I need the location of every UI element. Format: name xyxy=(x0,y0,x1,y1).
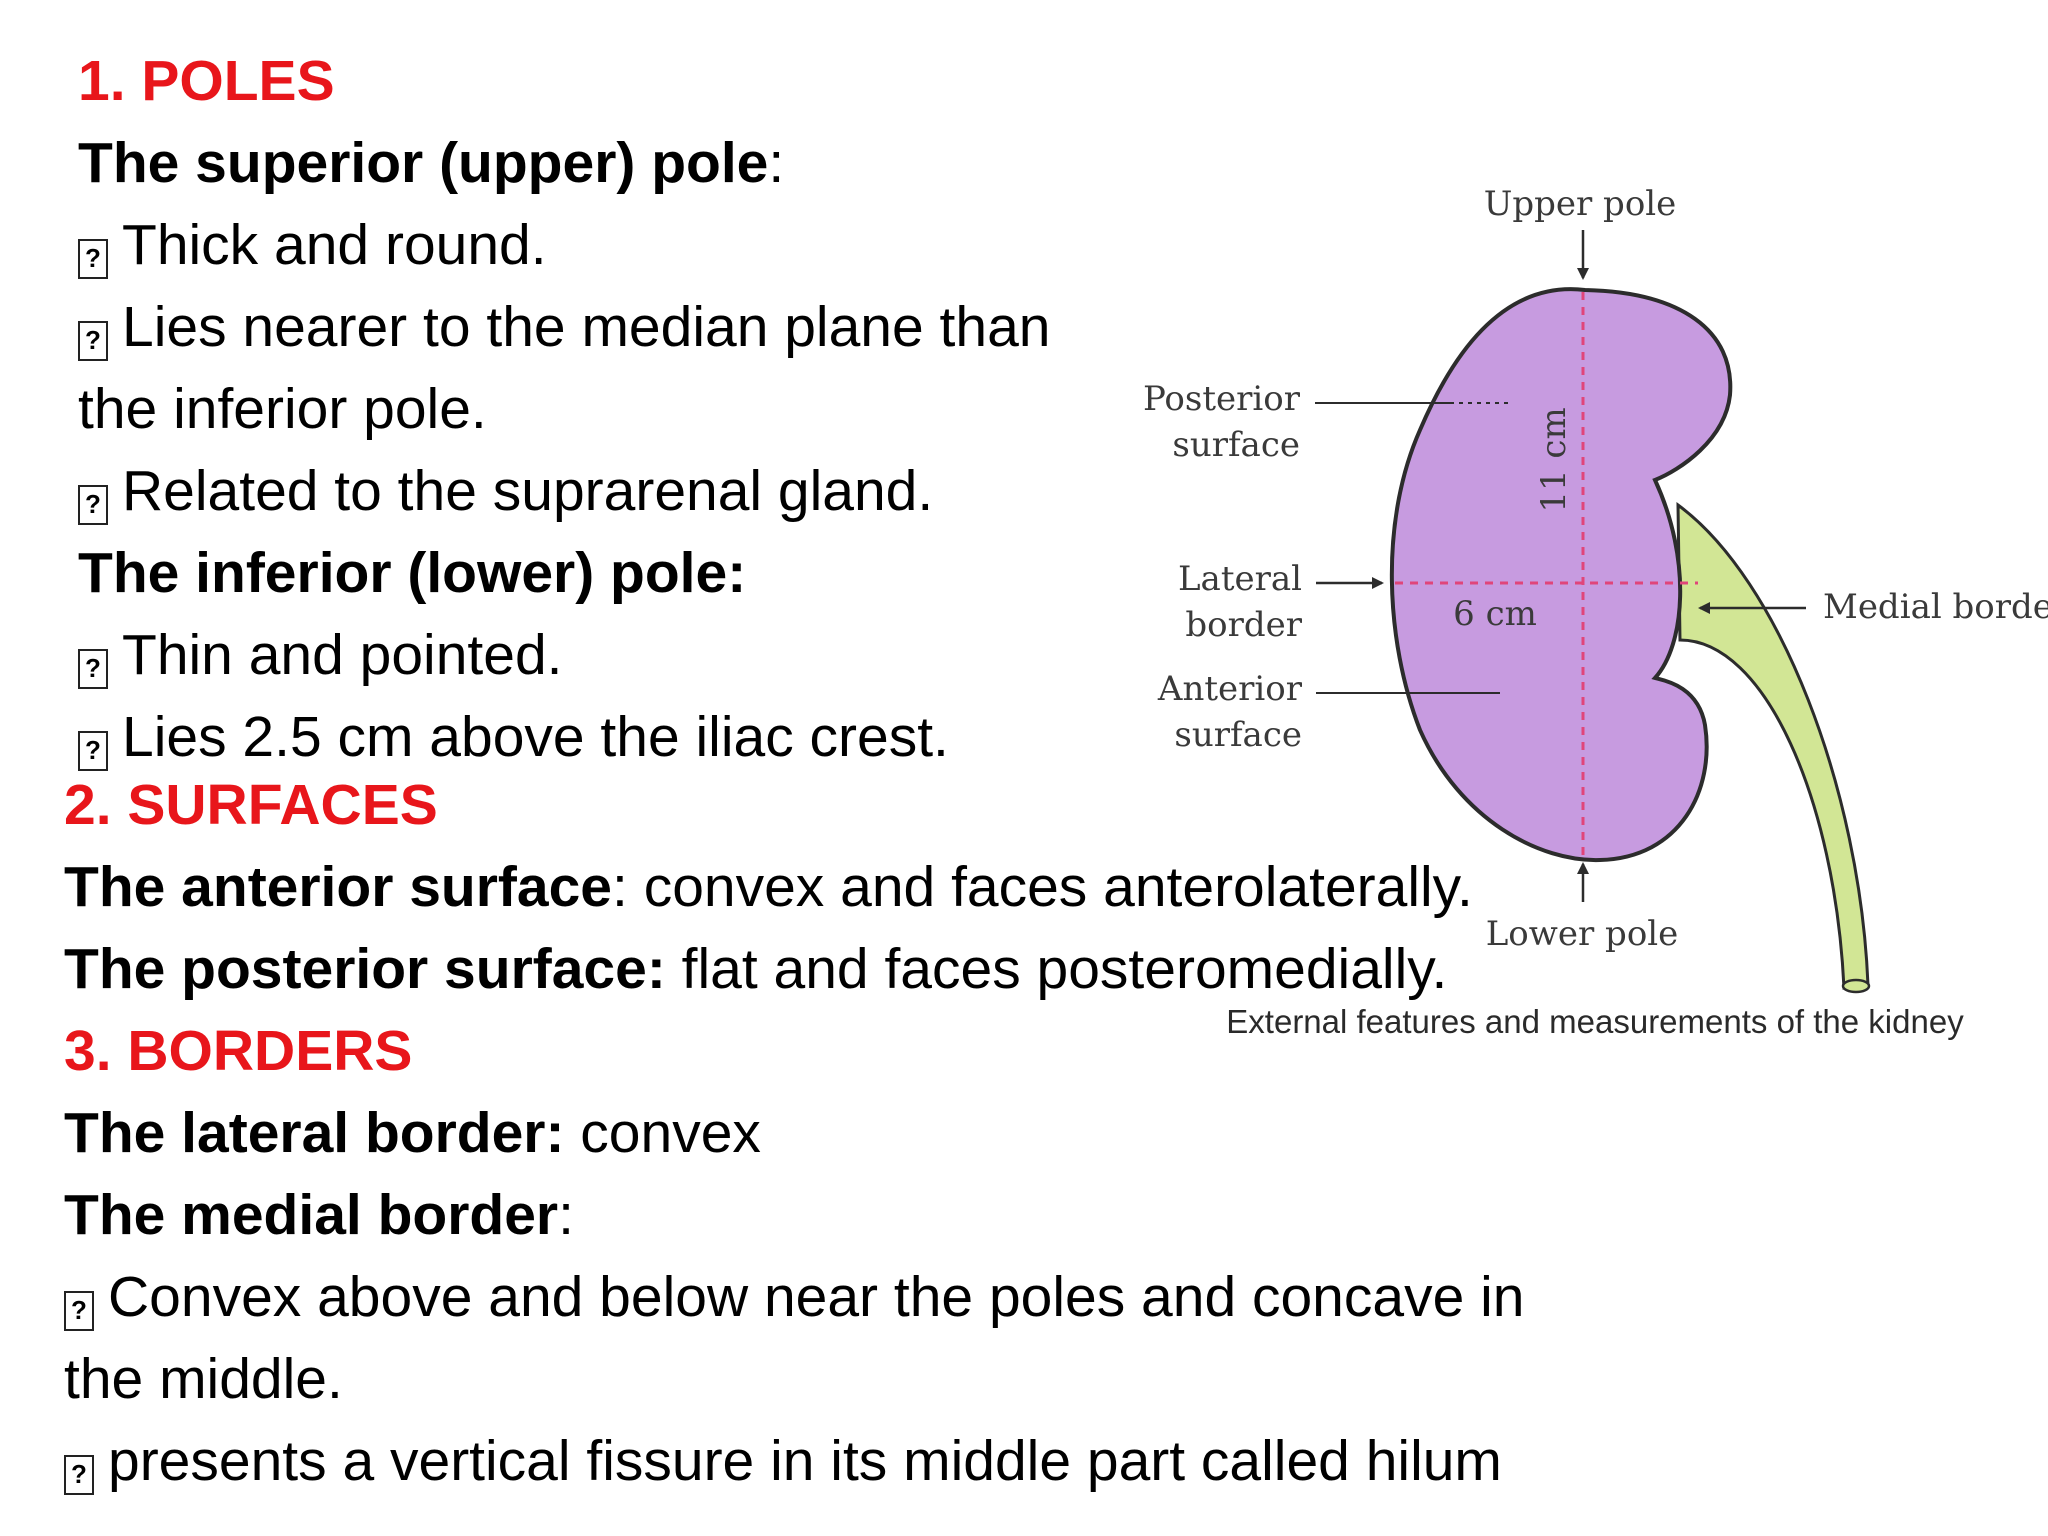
bullet-item: ? Convex above and below near the poles a… xyxy=(64,1264,1524,1331)
ureter-opening xyxy=(1841,978,1871,994)
anterior-surface-title: The anterior surface xyxy=(64,855,613,919)
kidney-shape xyxy=(1389,287,1733,863)
bullet-item: ? Lies 2.5 cm above the iliac crest. xyxy=(78,704,949,771)
bullet-box-icon: ? xyxy=(78,239,108,279)
bullet-text: Thick and round. xyxy=(122,213,547,277)
posterior-surface-title: The posterior surface: xyxy=(64,937,666,1001)
superior-pole-title: The superior (upper) pole xyxy=(78,131,769,195)
anterior-surface-label-2: surface xyxy=(1174,715,1302,755)
lower-pole-label: Lower pole xyxy=(1486,914,1679,954)
bullet-box-icon: ? xyxy=(78,321,108,361)
anterior-surface-text: : convex and faces anterolaterally. xyxy=(612,855,1473,919)
bullet-item: ? Thick and round. xyxy=(78,212,547,279)
anterior-surface-label-1: Anterior xyxy=(1157,669,1303,709)
bullet-text: Thin and pointed. xyxy=(122,623,563,687)
lateral-border-label-1: Lateral xyxy=(1178,559,1302,599)
bullet-text: Lies nearer to the median plane than xyxy=(122,295,1051,359)
lateral-border-line: The lateral border: convex xyxy=(64,1100,761,1166)
width-label: 6 cm xyxy=(1453,594,1537,634)
section-heading-surfaces: 2. SURFACES xyxy=(64,773,438,837)
bullet-box-icon: ? xyxy=(78,649,108,689)
superior-pole-suffix: : xyxy=(768,131,785,195)
bullet-text: Related to the suprarenal gland. xyxy=(122,459,934,523)
section-heading-borders: 3. BORDERS xyxy=(64,1019,413,1083)
posterior-surface-label-2: surface xyxy=(1172,425,1300,465)
posterior-surface-text: flat and faces posteromedially. xyxy=(665,937,1448,1001)
bullet-continuation: the inferior pole. xyxy=(78,377,487,441)
medial-border-label: Medial borde xyxy=(1823,587,2048,627)
posterior-surface-label-1: Posterior xyxy=(1143,379,1301,419)
lateral-border-label-2: border xyxy=(1185,605,1302,645)
length-label: 11 cm xyxy=(1534,407,1574,512)
bullet-box-icon: ? xyxy=(78,485,108,525)
section-heading-poles: 1. POLES xyxy=(78,49,335,113)
anterior-surface-line: The anterior surface: convex and faces a… xyxy=(64,854,1473,920)
bullet-box-icon: ? xyxy=(64,1455,94,1495)
bullet-item: ? presents a vertical fissure in its midd… xyxy=(64,1428,1502,1495)
bullet-continuation: the middle. xyxy=(64,1347,343,1411)
diagram-caption: External features and measurements of th… xyxy=(1226,1003,1964,1040)
lateral-border-title: The lateral border: xyxy=(64,1101,565,1165)
bullet-text: Lies 2.5 cm above the iliac crest. xyxy=(122,705,949,769)
posterior-surface-line: The posterior surface: flat and faces po… xyxy=(64,936,1447,1002)
kidney-diagram: Upper pole Posterior surface 11 cm Later… xyxy=(1143,184,2048,1040)
medial-border-suffix: : xyxy=(558,1183,574,1247)
upper-pole-label: Upper pole xyxy=(1484,184,1677,224)
bullet-box-icon: ? xyxy=(64,1291,94,1331)
bullet-item: ? Lies nearer to the median plane than xyxy=(78,294,1050,361)
medial-border-title: The medial border xyxy=(64,1183,559,1247)
superior-pole-title-line: The superior (upper) pole: xyxy=(78,130,784,196)
bullet-box-icon: ? xyxy=(78,731,108,771)
bullet-item: ? Thin and pointed. xyxy=(78,622,563,689)
bullet-item: ? Related to the suprarenal gland. xyxy=(78,458,933,525)
medial-border-title-line: The medial border: xyxy=(64,1182,574,1248)
inferior-pole-title: The inferior (lower) pole: xyxy=(78,541,747,605)
bullet-text: Convex above and below near the poles an… xyxy=(108,1265,1525,1329)
lateral-border-text: convex xyxy=(564,1101,761,1165)
bullet-text: presents a vertical fissure in its middl… xyxy=(108,1429,1502,1493)
